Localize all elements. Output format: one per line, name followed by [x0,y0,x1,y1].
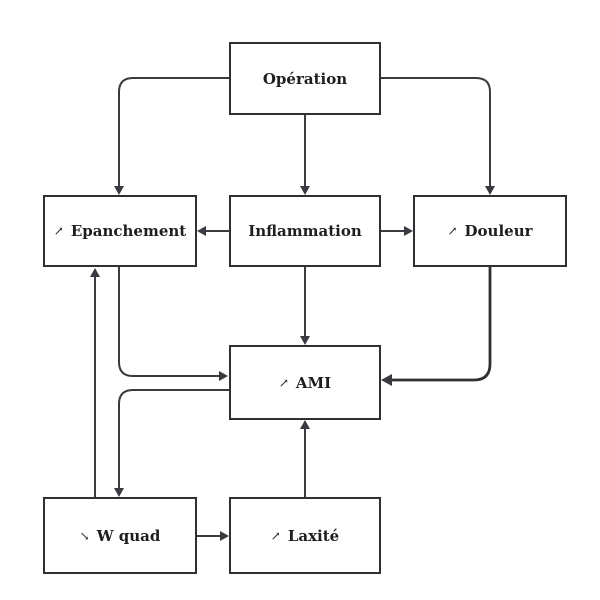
node-douleur: ↗ Douleur [413,195,567,267]
node-douleur-label: Douleur [464,222,533,240]
node-laxite: ↗ Laxité [229,497,381,574]
edge-operation-douleur [381,77,491,187]
arrowhead [381,374,392,386]
increase-arrow-icon: ↗ [278,375,289,390]
increase-arrow-icon: ↗ [447,224,458,238]
arrowhead [300,186,310,195]
node-epanchement: ↗ Epanchement [43,195,197,267]
node-ami: ↗ AMI [229,345,381,420]
edge-operation-epanchement [118,77,229,187]
node-laxite-label: Laxité [287,526,340,545]
node-epanchement-label: Epanchement [70,222,187,240]
increase-arrow-icon: ↗ [270,528,281,543]
node-operation-label: Opération [262,69,348,88]
node-wquad-label: W quad [96,526,161,545]
arrowhead [485,186,495,195]
edge-douleur-ami [390,267,492,382]
node-inflammation-label: Inflammation [248,222,362,240]
arrowhead [197,226,206,236]
arrowhead [404,226,413,236]
arrowhead [90,268,100,277]
arrowhead [300,336,310,345]
arrowhead [219,371,228,381]
edge-ami-wquad [118,389,229,489]
decrease-arrow-icon: ↘ [79,528,90,543]
node-inflammation: Inflammation [229,195,381,267]
arrowhead [114,488,124,497]
increase-arrow-icon: ↗ [53,224,64,238]
arrowhead [114,186,124,195]
node-operation: Opération [229,42,381,115]
node-ami-label: AMI [295,373,332,392]
node-wquad: ↘ W quad [43,497,197,574]
arrowhead [300,420,310,429]
edge-epanchement-ami [118,267,220,377]
arrowhead [220,531,229,541]
